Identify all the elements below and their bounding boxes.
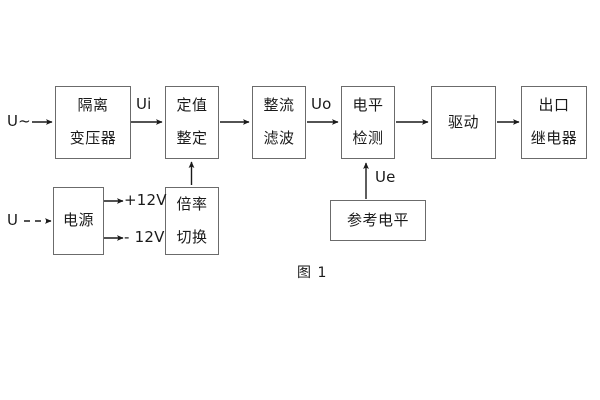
label-rail-negative: - 12V [124, 228, 165, 246]
block-power-supply[interactable]: 电源 [53, 187, 104, 255]
block-line: 倍率 [176, 194, 208, 213]
block-line: 切换 [176, 227, 208, 246]
figure-caption: 图 1 [297, 265, 328, 281]
block-line: 变压器 [69, 129, 117, 147]
block-level-detection[interactable]: 电平 检测 [341, 86, 395, 159]
block-rectify-filter[interactable]: 整流 滤波 [252, 86, 306, 159]
label-rail-positive: +12V [124, 191, 167, 209]
block-output-relay[interactable]: 出口 继电器 [521, 86, 587, 159]
block-line: 滤波 [263, 129, 295, 147]
block-line: 检测 [352, 129, 384, 147]
block-ratio-switch[interactable]: 倍率 切换 [165, 187, 219, 255]
block-line: 电源 [62, 211, 94, 230]
block-line: 参考电平 [346, 210, 409, 229]
block-line: 电平 [352, 96, 384, 115]
block-line: 驱动 [447, 112, 479, 131]
label-input-dc: U [7, 211, 19, 229]
block-setting-value[interactable]: 定值 整定 [165, 86, 219, 159]
block-reference-level[interactable]: 参考电平 [330, 200, 426, 241]
block-line: 隔离 [77, 96, 109, 115]
label-ue: Ue [375, 168, 396, 186]
block-line: 整流 [263, 96, 295, 115]
label-ui: Ui [136, 95, 152, 113]
block-line: 整定 [176, 129, 208, 147]
block-isolation-transformer[interactable]: 隔离 变压器 [55, 86, 131, 159]
block-line: 继电器 [530, 129, 578, 147]
block-drive[interactable]: 驱动 [431, 86, 496, 159]
block-line: 定值 [176, 96, 208, 115]
label-input-ac: U~ [7, 112, 31, 130]
block-line: 出口 [538, 96, 570, 115]
label-uo: Uo [311, 95, 332, 113]
